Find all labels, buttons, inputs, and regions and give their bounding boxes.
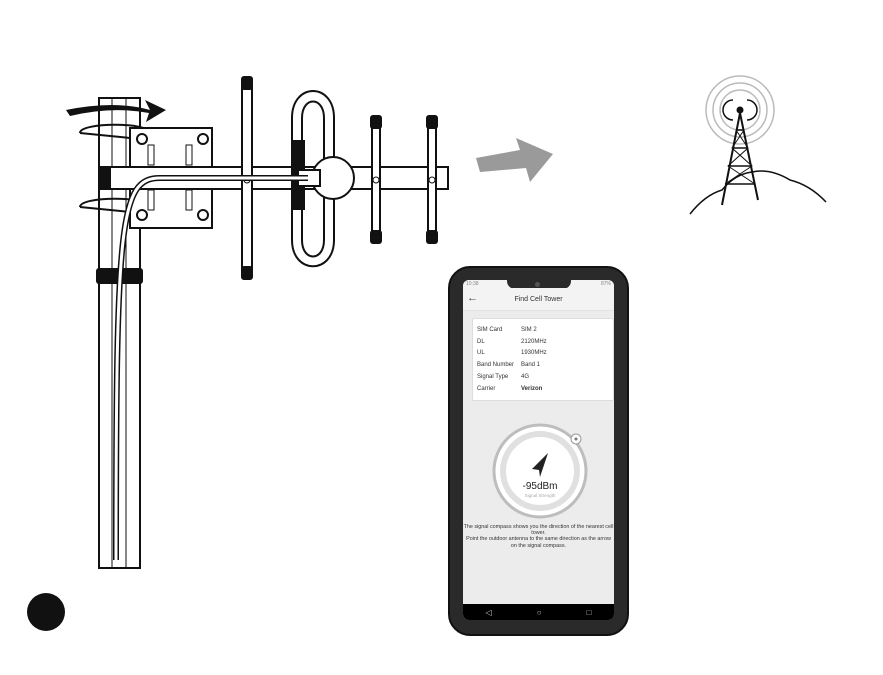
info-row-ul: UL 1930MHz — [477, 348, 613, 360]
info-key: Carrier — [477, 386, 521, 392]
compass-dial: -95dBm Signal Strength — [492, 423, 588, 519]
info-value: 2120MHz — [521, 339, 547, 345]
step-badge — [27, 593, 65, 631]
info-row-signal-type: Signal Type 4G — [477, 371, 613, 383]
coax-cable — [116, 178, 308, 560]
info-row-carrier: Carrier Verizon — [477, 383, 613, 395]
instructions-text: The signal compass shows you the directi… — [463, 524, 614, 549]
cell-tower-icon — [690, 76, 826, 214]
signal-value: -95dBm — [522, 481, 557, 492]
camera-icon — [535, 282, 540, 287]
info-key: Signal Type — [477, 374, 521, 380]
status-time: 10:38 — [466, 281, 479, 287]
system-nav-bar: ◁ ○ □ — [463, 604, 614, 620]
info-value: Verizon — [521, 386, 542, 392]
info-row-band: Band Number Band 1 — [477, 359, 613, 371]
app-title: Find Cell Tower — [463, 296, 614, 303]
info-key: SIM Card — [477, 327, 521, 333]
tower-signal-icon — [571, 434, 581, 444]
info-key: UL — [477, 350, 521, 356]
phone-mockup: 10:38 87% ← Find Cell Tower SIM Card SIM… — [448, 266, 629, 636]
info-value: 4G — [521, 374, 529, 380]
phone-screen: 10:38 87% ← Find Cell Tower SIM Card SIM… — [463, 280, 614, 620]
signal-compass: -95dBm Signal Strength — [492, 423, 588, 519]
signal-label: Signal Strength — [525, 493, 556, 498]
nav-back-button[interactable]: ◁ — [486, 608, 492, 617]
instruction-line-1: The signal compass shows you the directi… — [463, 524, 614, 536]
info-value: Band 1 — [521, 362, 540, 368]
instruction-line-2: Point the outdoor antenna to the same di… — [463, 536, 614, 548]
info-value: 1930MHz — [521, 350, 547, 356]
info-value: SIM 2 — [521, 327, 537, 333]
app-bar: ← Find Cell Tower — [463, 288, 614, 311]
info-key: Band Number — [477, 362, 521, 368]
direction-arrow-icon — [476, 138, 553, 182]
nav-home-button[interactable]: ○ — [537, 608, 542, 617]
info-row-dl: DL 2120MHz — [477, 336, 613, 348]
info-row-sim: SIM Card SIM 2 — [477, 324, 613, 336]
status-battery: 87% — [601, 281, 611, 287]
cell-info-card: SIM Card SIM 2 DL 2120MHz UL 1930MHz Ban… — [472, 318, 614, 401]
nav-recent-button[interactable]: □ — [587, 608, 592, 617]
back-arrow-icon[interactable]: ← — [467, 292, 478, 304]
info-key: DL — [477, 339, 521, 345]
